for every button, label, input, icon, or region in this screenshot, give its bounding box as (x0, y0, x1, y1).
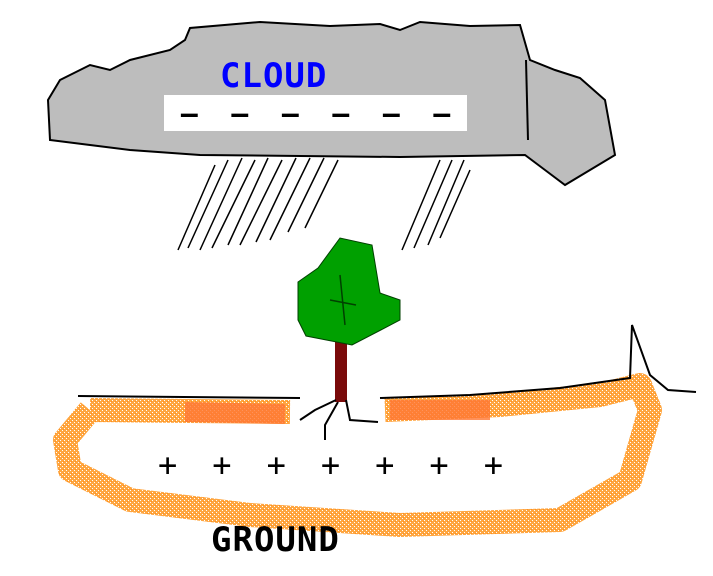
cloud-negative-charges: — — — — — — (164, 95, 467, 131)
positive-charge: + (429, 446, 449, 484)
negative-charge: — (433, 96, 451, 130)
ground-label: GROUND (211, 520, 340, 560)
negative-charge: — (281, 96, 299, 130)
tree-roots (299, 399, 379, 440)
negative-charge: — (382, 96, 400, 130)
tree-canopy (297, 237, 401, 346)
ground-line (77, 324, 697, 399)
cloud-fold-line (525, 59, 529, 141)
positive-charge: + (483, 446, 503, 484)
induced-charge-patch (184, 400, 490, 424)
positive-charge: + (375, 446, 395, 484)
positive-charge: + (266, 446, 286, 484)
negative-charge: — (180, 96, 198, 130)
tree-trunk (335, 338, 347, 402)
tree-branch-lines (329, 274, 357, 326)
negative-charge: — (231, 96, 249, 130)
ground-positive-charges: + + + + + + + (158, 446, 503, 484)
rain-lines (177, 157, 471, 251)
positive-charge: + (158, 446, 178, 484)
positive-charge: + (320, 446, 341, 484)
negative-charge: — (332, 96, 350, 130)
positive-charge: + (212, 446, 232, 484)
cloud-label: CLOUD (220, 56, 328, 96)
